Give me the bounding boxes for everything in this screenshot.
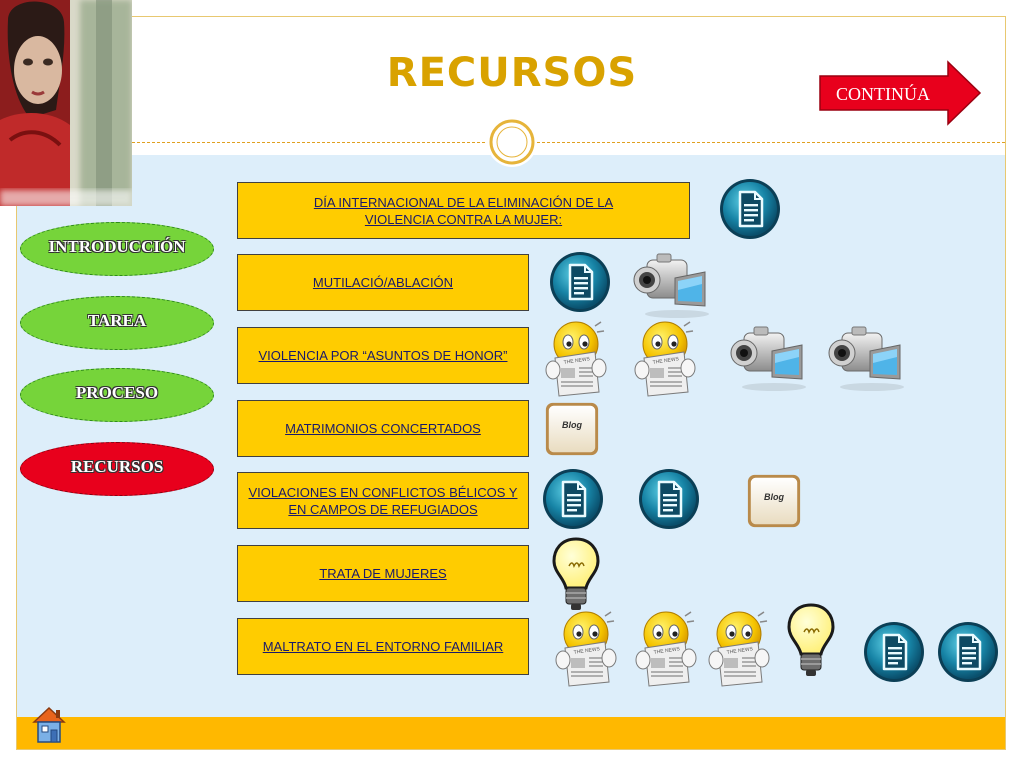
- topic-maltrato: MALTRATO EN EL ENTORNO FAMILIAR: [237, 618, 529, 675]
- blog-icon[interactable]: Blog: [745, 472, 803, 530]
- document-icon[interactable]: [718, 177, 782, 241]
- blog-icon-label: Blog: [764, 492, 784, 502]
- topic-trata: TRATA DE MUJERES: [237, 545, 529, 602]
- video-camera-icon[interactable]: [730, 323, 810, 393]
- document-icon[interactable]: [548, 250, 612, 314]
- topic-link-mutilacion[interactable]: MUTILACIÓ/ABLACIÓN: [312, 275, 454, 290]
- topic-asuntos-honor: VIOLENCIA POR “ASUNTOS DE HONOR”: [237, 327, 529, 384]
- nav-tarea[interactable]: TAREA: [20, 296, 214, 350]
- video-camera-icon[interactable]: [633, 250, 713, 320]
- newspaper-smiley-icon[interactable]: [551, 608, 621, 688]
- newspaper-smiley-icon[interactable]: [541, 318, 611, 398]
- footer-bar: [17, 717, 1005, 749]
- decorative-ring: [486, 116, 538, 168]
- topic-link-trata[interactable]: TRATA DE MUJERES: [319, 566, 447, 581]
- blog-icon[interactable]: Blog: [543, 400, 601, 458]
- document-icon[interactable]: [541, 467, 605, 531]
- topic-link-maltrato[interactable]: MALTRATO EN EL ENTORNO FAMILIAR: [262, 639, 504, 654]
- topic-link-asuntos-honor[interactable]: VIOLENCIA POR “ASUNTOS DE HONOR”: [258, 348, 508, 363]
- document-icon[interactable]: [862, 620, 926, 684]
- topic-violaciones: VIOLACIONES EN CONFLICTOS BÉLICOS Y EN C…: [237, 472, 529, 529]
- newspaper-smiley-icon[interactable]: [630, 318, 700, 398]
- nav-recursos[interactable]: RECURSOS: [20, 442, 214, 496]
- topic-dia-internacional: DÍA INTERNACIONAL DE LA ELIMINACIÓN DE L…: [237, 182, 690, 239]
- topic-link-violaciones[interactable]: VIOLACIONES EN CONFLICTOS BÉLICOS Y EN C…: [248, 484, 518, 517]
- blog-icon-label: Blog: [562, 420, 582, 430]
- home-icon[interactable]: [28, 702, 70, 746]
- page-title: RECURSOS: [386, 50, 638, 96]
- nav-introduccion[interactable]: INTRODUCCIÓN: [20, 222, 214, 276]
- continue-button[interactable]: CONTINÚA: [818, 60, 982, 126]
- newspaper-smiley-icon[interactable]: [704, 608, 774, 688]
- document-icon[interactable]: [637, 467, 701, 531]
- continue-button-label: CONTINÚA: [836, 84, 930, 104]
- topic-link-dia-internacional[interactable]: DÍA INTERNACIONAL DE LA ELIMINACIÓN DE L…: [313, 194, 614, 227]
- topic-link-matrimonios[interactable]: MATRIMONIOS CONCERTADOS: [285, 421, 481, 436]
- document-icon[interactable]: [936, 620, 1000, 684]
- nav-proceso[interactable]: PROCESO: [20, 368, 214, 422]
- topic-matrimonios: MATRIMONIOS CONCERTADOS: [237, 400, 529, 457]
- header-portrait-image: [0, 0, 132, 206]
- video-camera-icon[interactable]: [828, 323, 908, 393]
- newspaper-smiley-icon[interactable]: [631, 608, 701, 688]
- lightbulb-icon[interactable]: [551, 536, 601, 616]
- topic-mutilacion: MUTILACIÓ/ABLACIÓN: [237, 254, 529, 311]
- lightbulb-icon[interactable]: [786, 602, 836, 682]
